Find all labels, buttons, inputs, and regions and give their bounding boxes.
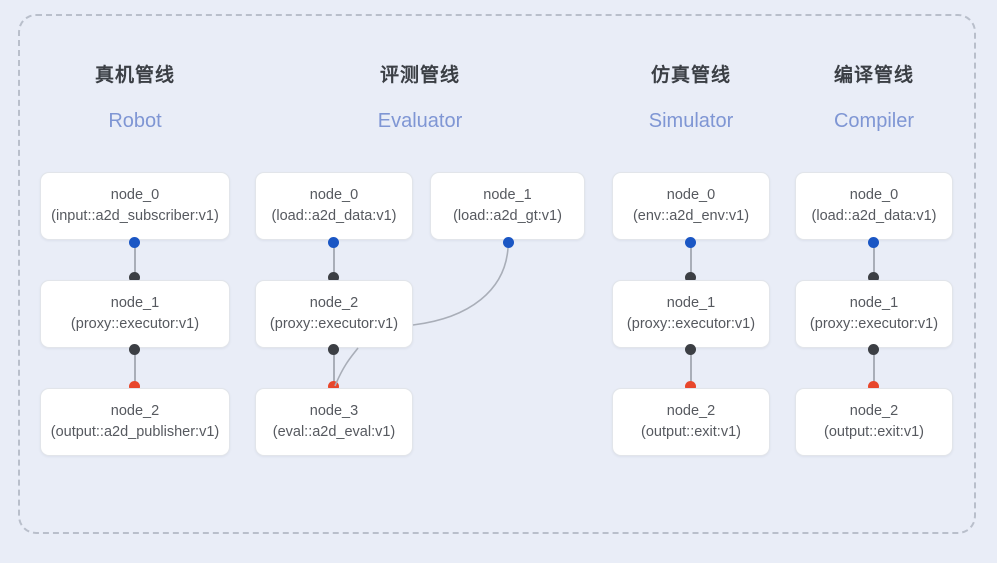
node-type: (output::exit:v1): [641, 424, 741, 440]
node-type: (output::exit:v1): [824, 424, 924, 440]
node-type: (input::a2d_subscriber:v1): [51, 208, 219, 224]
port-input-simulator-2: [685, 381, 696, 392]
edge-robot-0-1: [134, 240, 136, 275]
node-type: (proxy::executor:v1): [809, 316, 939, 332]
node-name: node_0: [666, 187, 716, 203]
port-output-compiler-0: [868, 237, 879, 248]
node-box-evaluator-1[interactable]: node_1 (load::a2d_gt:v1): [430, 172, 585, 240]
port-output-evaluator-1: [503, 237, 514, 248]
port-input-compiler-1: [868, 272, 879, 283]
node-box-robot-0[interactable]: node_0 (input::a2d_subscriber:v1): [40, 172, 230, 240]
node-type: (load::a2d_data:v1): [811, 208, 937, 224]
column-subtitle-robot: Robot: [108, 110, 162, 132]
edge-evaluator-2-3: [333, 348, 335, 384]
edge-compiler-0-1: [873, 240, 875, 275]
node-box-compiler-2[interactable]: node_2 (output::exit:v1): [795, 388, 953, 456]
column-title-evaluator: 评测管线: [379, 65, 460, 86]
node-type: (eval::a2d_eval:v1): [272, 424, 396, 440]
port-output-evaluator-0: [328, 237, 339, 248]
node-box-compiler-1[interactable]: node_1 (proxy::executor:v1): [795, 280, 953, 348]
column-title-simulator: 仿真管线: [650, 65, 731, 86]
node-name: node_1: [666, 295, 716, 311]
node-type: (load::a2d_data:v1): [271, 208, 397, 224]
node-name: node_0: [309, 187, 359, 203]
port-output-simulator-0: [685, 237, 696, 248]
node-name: node_1: [849, 295, 899, 311]
node-box-simulator-2[interactable]: node_2 (output::exit:v1): [612, 388, 770, 456]
edge-simulator-0-1: [690, 240, 692, 275]
node-type: (output::a2d_publisher:v1): [50, 424, 220, 440]
node-type: (proxy::executor:v1): [626, 316, 756, 332]
node-name: node_0: [110, 187, 160, 203]
port-output-robot-1: [129, 344, 140, 355]
node-box-robot-2[interactable]: node_2 (output::a2d_publisher:v1): [40, 388, 230, 456]
edge-robot-1-2: [134, 348, 136, 384]
port-input-compiler-2: [868, 381, 879, 392]
column-subtitle-compiler: Compiler: [833, 110, 915, 132]
column-title-compiler: 编译管线: [833, 65, 914, 86]
node-type: (load::a2d_gt:v1): [453, 208, 562, 224]
edge-simulator-1-2: [690, 348, 692, 384]
node-name: node_0: [849, 187, 899, 203]
node-box-simulator-0[interactable]: node_0 (env::a2d_env:v1): [612, 172, 770, 240]
port-output-simulator-1: [685, 344, 696, 355]
node-name: node_1: [110, 295, 160, 311]
node-name: node_1: [483, 187, 532, 203]
port-output-robot-0: [129, 237, 140, 248]
node-box-evaluator-3[interactable]: node_3 (eval::a2d_eval:v1): [255, 388, 413, 456]
node-box-robot-1[interactable]: node_1 (proxy::executor:v1): [40, 280, 230, 348]
column-subtitle-simulator: Simulator: [648, 110, 734, 132]
edge-evaluator-0-2: [333, 240, 335, 275]
port-input-evaluator-3: [328, 381, 339, 392]
node-name: node_2: [309, 295, 359, 311]
node-name: node_2: [666, 403, 716, 419]
port-input-robot-2: [129, 381, 140, 392]
column-subtitle-evaluator: Evaluator: [377, 110, 463, 132]
port-input-simulator-1: [685, 272, 696, 283]
node-type: (env::a2d_env:v1): [632, 208, 750, 224]
port-output-evaluator-2: [328, 344, 339, 355]
port-input-robot-1: [129, 272, 140, 283]
node-name: node_2: [110, 403, 160, 419]
node-box-evaluator-2[interactable]: node_2 (proxy::executor:v1): [255, 280, 413, 348]
node-box-simulator-1[interactable]: node_1 (proxy::executor:v1): [612, 280, 770, 348]
pipeline-panel: [18, 14, 976, 534]
column-title-robot: 真机管线: [94, 65, 175, 86]
edge-compiler-1-2: [873, 348, 875, 384]
node-name: node_2: [849, 403, 899, 419]
node-box-compiler-0[interactable]: node_0 (load::a2d_data:v1): [795, 172, 953, 240]
port-output-compiler-1: [868, 344, 879, 355]
node-type: (proxy::executor:v1): [70, 316, 200, 332]
node-name: node_3: [309, 403, 359, 419]
node-type: (proxy::executor:v1): [269, 316, 399, 332]
port-input-evaluator-2: [328, 272, 339, 283]
node-box-evaluator-0[interactable]: node_0 (load::a2d_data:v1): [255, 172, 413, 240]
